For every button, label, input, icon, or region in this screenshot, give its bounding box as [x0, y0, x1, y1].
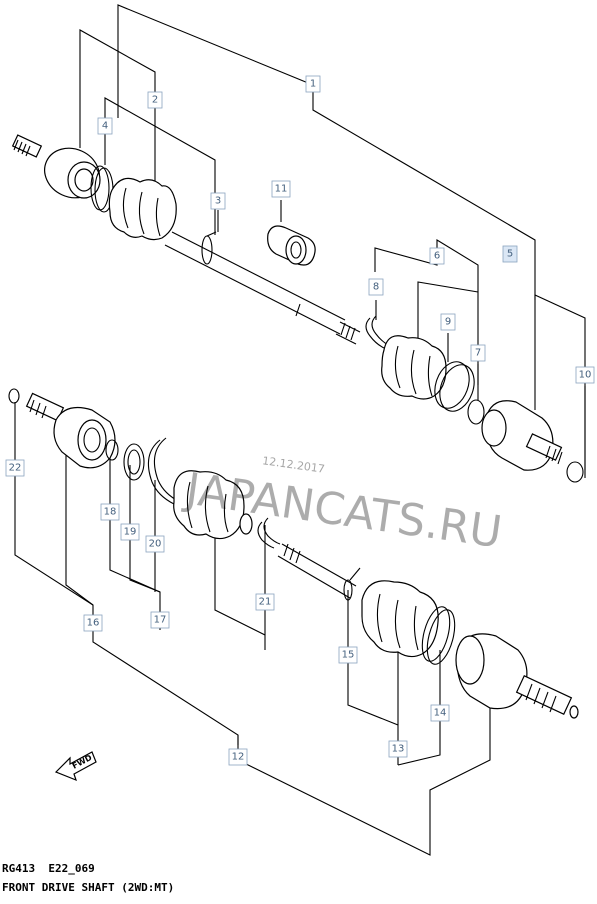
clip-21 — [257, 517, 281, 549]
upper-drive-shaft — [11, 134, 361, 345]
callout-9[interactable]: 9 — [440, 313, 456, 331]
callout-5[interactable]: 5 — [502, 245, 518, 263]
callout-3[interactable]: 3 — [210, 192, 226, 210]
callout-20-label: 20 — [149, 539, 162, 550]
callout-21[interactable]: 21 — [255, 593, 275, 611]
callout-9-label: 9 — [445, 317, 451, 328]
callout-11-label: 11 — [275, 184, 288, 195]
upper-inner-joint — [365, 315, 584, 483]
callout-17[interactable]: 17 — [150, 611, 170, 629]
lower-outer-spline — [515, 675, 579, 719]
outer-cv-joint-lower — [455, 633, 528, 710]
inner-housing-5 — [481, 400, 563, 471]
lower-shaft-bar — [277, 543, 361, 601]
diagram-title: FRONT DRIVE SHAFT (2WD:MT) — [2, 881, 175, 894]
boot-band-14 — [421, 606, 456, 665]
callout-20[interactable]: 20 — [145, 535, 165, 553]
watermark-site: JAPANCATS.RU — [180, 463, 505, 558]
fwd-arrow: FWD — [54, 751, 97, 782]
outer-cv-joint — [44, 147, 101, 199]
callout-8-label: 8 — [373, 282, 379, 293]
callout-2[interactable]: 2 — [147, 91, 163, 109]
callout-5-label: 5 — [507, 249, 513, 260]
callout-17-label: 17 — [154, 615, 167, 626]
callout-6-label: 6 — [434, 251, 440, 262]
callout-22-label: 22 — [9, 463, 22, 474]
callout-3-label: 3 — [215, 196, 221, 207]
circlip-22 — [8, 388, 20, 404]
callout-21-label: 21 — [259, 597, 272, 608]
boot-band-9 — [434, 361, 475, 412]
damper-ring-11 — [267, 225, 316, 266]
callout-10-label: 10 — [579, 370, 592, 381]
boot-upper-inner — [381, 335, 447, 400]
callout-11[interactable]: 11 — [271, 180, 291, 198]
callout-15-label: 15 — [342, 650, 355, 661]
callout-19-label: 19 — [124, 527, 137, 538]
callout-10[interactable]: 10 — [575, 366, 595, 384]
callout-1[interactable]: 1 — [305, 75, 321, 93]
circlip-18 — [105, 439, 119, 461]
callout-2-label: 2 — [152, 95, 158, 106]
callout-16-label: 16 — [87, 618, 100, 629]
watermark-date: 12.12.2017 — [261, 454, 325, 476]
circlip-10 — [566, 461, 584, 483]
boot-clamp-3 — [201, 231, 217, 265]
boot-lower-inner — [173, 470, 253, 540]
snap-ring-20 — [147, 437, 181, 505]
callout-13-label: 13 — [392, 744, 405, 755]
callout-6[interactable]: 6 — [429, 247, 445, 265]
callout-14-label: 14 — [434, 708, 447, 719]
callout-12[interactable]: 12 — [228, 748, 248, 766]
bearing-ring-19 — [123, 443, 145, 481]
callout-13[interactable]: 13 — [388, 740, 408, 758]
callout-15[interactable]: 15 — [338, 646, 358, 664]
boot-upper-outer — [108, 177, 177, 241]
callout-19[interactable]: 19 — [120, 523, 140, 541]
callout-4[interactable]: 4 — [97, 117, 113, 135]
callout-22[interactable]: 22 — [5, 459, 25, 477]
callout-12-label: 12 — [232, 752, 245, 763]
lower-inner-housing — [53, 407, 116, 469]
callout-7[interactable]: 7 — [470, 344, 486, 362]
callout-16[interactable]: 16 — [83, 614, 103, 632]
callout-1-label: 1 — [310, 79, 316, 90]
outer-spline-stub — [11, 134, 43, 158]
diagram-code: RG413 E22_069 — [2, 862, 95, 875]
callout-7-label: 7 — [475, 348, 481, 359]
upper-shaft-bar — [164, 231, 346, 335]
circlip-7 — [467, 399, 485, 425]
lower-drive-shaft — [8, 388, 579, 719]
callout-8[interactable]: 8 — [368, 278, 384, 296]
callouts: 1 2 3 4 5 6 7 8 9 10 11 12 13 14 15 16 1… — [5, 75, 595, 766]
callout-18-label: 18 — [104, 507, 117, 518]
watermark: JAPANCATS.RU 12.12.2017 — [180, 454, 505, 558]
upper-inner-spline — [335, 321, 361, 345]
callout-18[interactable]: 18 — [100, 503, 120, 521]
callout-14[interactable]: 14 — [430, 704, 450, 722]
callout-4-label: 4 — [102, 121, 108, 132]
boot-lower-outer — [361, 580, 439, 658]
